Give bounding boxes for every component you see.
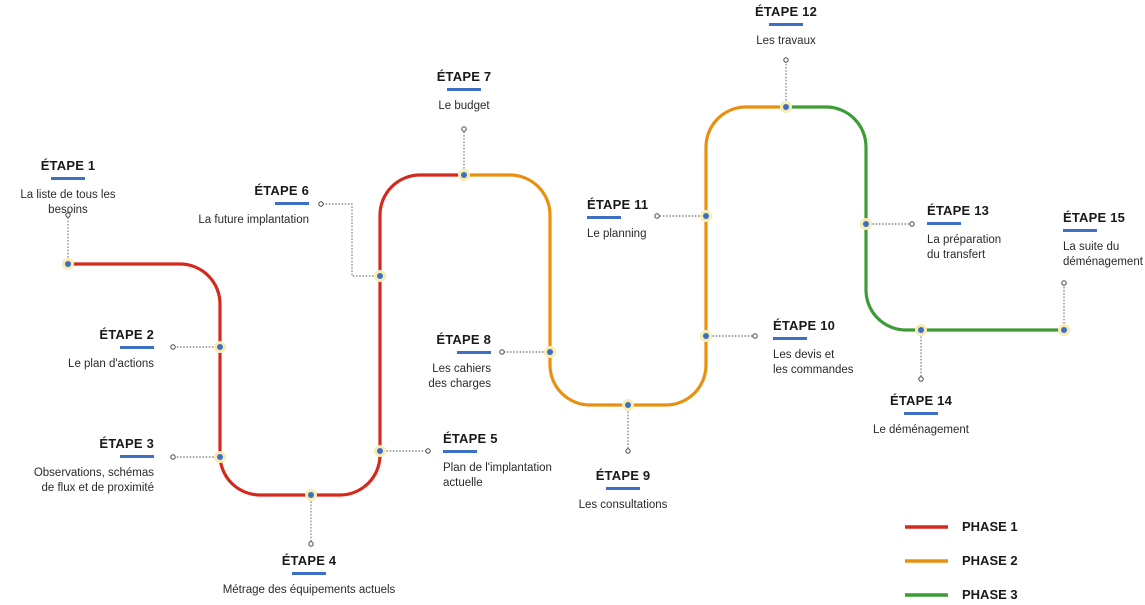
title-underline	[120, 346, 154, 349]
phase-1-path	[66, 173, 466, 497]
step-title: ÉTAPE 7	[436, 69, 492, 84]
leader-end-3	[170, 454, 176, 460]
step-description: Plan de l'implantation actuelle	[443, 462, 552, 489]
title-underline	[904, 412, 938, 415]
step-description: Les consultations	[578, 499, 668, 511]
step-label-5: ÉTAPE 5 Plan de l'implantation actuelle	[443, 431, 593, 491]
step-label-6: ÉTAPE 6 La future implantation	[159, 183, 309, 228]
leader-end-15	[1061, 280, 1067, 286]
step-label-4: ÉTAPE 4 Métrage des équipements actuels	[209, 553, 409, 598]
step-title: ÉTAPE 1	[40, 158, 96, 173]
step-title: ÉTAPE 10	[773, 318, 836, 333]
title-underline	[1063, 229, 1097, 232]
step-title: ÉTAPE 14	[889, 393, 953, 408]
step-description: La liste de tous les besoins	[20, 189, 116, 216]
leader-end-5	[425, 448, 431, 454]
step-node-12	[780, 101, 792, 113]
step-node-8	[544, 346, 556, 358]
step-node-9	[622, 399, 634, 411]
legend-label-phase-2: PHASE 2	[962, 553, 1018, 568]
leader-end-14	[918, 376, 924, 382]
leader-end-11	[654, 213, 660, 219]
step-node-15	[1058, 324, 1070, 336]
step-description: La préparation du transfert	[927, 234, 1002, 261]
legend-label-phase-1: PHASE 1	[962, 519, 1018, 534]
step-label-3: ÉTAPE 3 Observations, schémas de flux et…	[0, 436, 154, 496]
step-label-12: ÉTAPE 12 Les travaux	[731, 4, 841, 49]
step-node-14	[915, 324, 927, 336]
leader-end-9	[625, 448, 631, 454]
title-underline	[457, 351, 491, 354]
step-node-1	[62, 258, 74, 270]
step-description: Les cahiers des charges	[428, 363, 491, 390]
step-description: La suite du déménagement	[1063, 241, 1143, 268]
step-node-13	[860, 218, 872, 230]
phase-2-path	[462, 105, 788, 407]
legend-label-phase-3: PHASE 3	[962, 587, 1018, 602]
step-description: Le plan d'actions	[68, 358, 154, 370]
step-title: ÉTAPE 3	[99, 436, 154, 451]
step-label-15: ÉTAPE 15 La suite du déménagement	[1063, 210, 1145, 270]
step-title: ÉTAPE 9	[595, 468, 651, 483]
step-description: Les devis et les commandes	[773, 349, 854, 376]
step-node-5	[374, 445, 386, 457]
step-label-14: ÉTAPE 14 Le déménagement	[861, 393, 981, 438]
step-label-13: ÉTAPE 13 La préparation du transfert	[927, 203, 1047, 263]
step-node-11	[700, 210, 712, 222]
leader-end-2	[170, 344, 176, 350]
step-node-2	[214, 341, 226, 353]
leader-end-8	[499, 349, 505, 355]
step-title: ÉTAPE 13	[927, 203, 990, 218]
step-node-4	[305, 489, 317, 501]
leader-step-6	[321, 203, 380, 277]
title-underline	[51, 177, 85, 180]
title-underline	[927, 222, 961, 225]
step-label-2: ÉTAPE 2 Le plan d'actions	[14, 327, 154, 372]
step-title: ÉTAPE 5	[443, 431, 498, 446]
step-title: ÉTAPE 6	[254, 183, 309, 198]
title-underline	[587, 216, 621, 219]
step-description: Le budget	[438, 100, 490, 112]
title-underline	[447, 88, 481, 91]
title-underline	[120, 455, 154, 458]
step-title: ÉTAPE 15	[1063, 210, 1126, 225]
step-description: Les travaux	[756, 35, 816, 47]
leader-end-6	[318, 201, 324, 207]
step-node-3	[214, 451, 226, 463]
step-description: Le déménagement	[873, 424, 969, 436]
leader-end-13	[909, 221, 915, 227]
step-label-10: ÉTAPE 10 Les devis et les commandes	[773, 318, 903, 378]
step-label-1: ÉTAPE 1 La liste de tous les besoins	[0, 158, 136, 218]
step-node-6	[374, 270, 386, 282]
step-description: Observations, schémas de flux et de prox…	[33, 467, 154, 494]
step-label-9: ÉTAPE 9 Les consultations	[553, 468, 693, 513]
step-node-10	[700, 330, 712, 342]
title-underline	[606, 487, 640, 490]
leader-end-7	[461, 126, 467, 132]
leader-end-10	[752, 333, 758, 339]
step-title: ÉTAPE 4	[281, 553, 337, 568]
step-label-7: ÉTAPE 7 Le budget	[403, 69, 525, 114]
leader-end-4	[308, 541, 314, 547]
title-underline	[443, 450, 477, 453]
step-label-11: ÉTAPE 11 Le planning	[587, 197, 687, 242]
leader-end-12	[783, 57, 789, 63]
step-node-7	[458, 169, 470, 181]
title-underline	[292, 572, 326, 575]
step-description: Métrage des équipements actuels	[222, 584, 396, 596]
step-title: ÉTAPE 12	[754, 4, 818, 19]
title-underline	[275, 202, 309, 205]
step-description: La future implantation	[198, 214, 309, 226]
step-title: ÉTAPE 8	[436, 332, 491, 347]
step-title: ÉTAPE 2	[99, 327, 154, 342]
leader-end-1	[65, 212, 71, 218]
title-underline	[773, 337, 807, 340]
title-underline	[769, 23, 803, 26]
step-title: ÉTAPE 11	[587, 197, 649, 212]
step-description: Le planning	[587, 228, 647, 240]
step-label-8: ÉTAPE 8 Les cahiers des charges	[361, 332, 491, 392]
